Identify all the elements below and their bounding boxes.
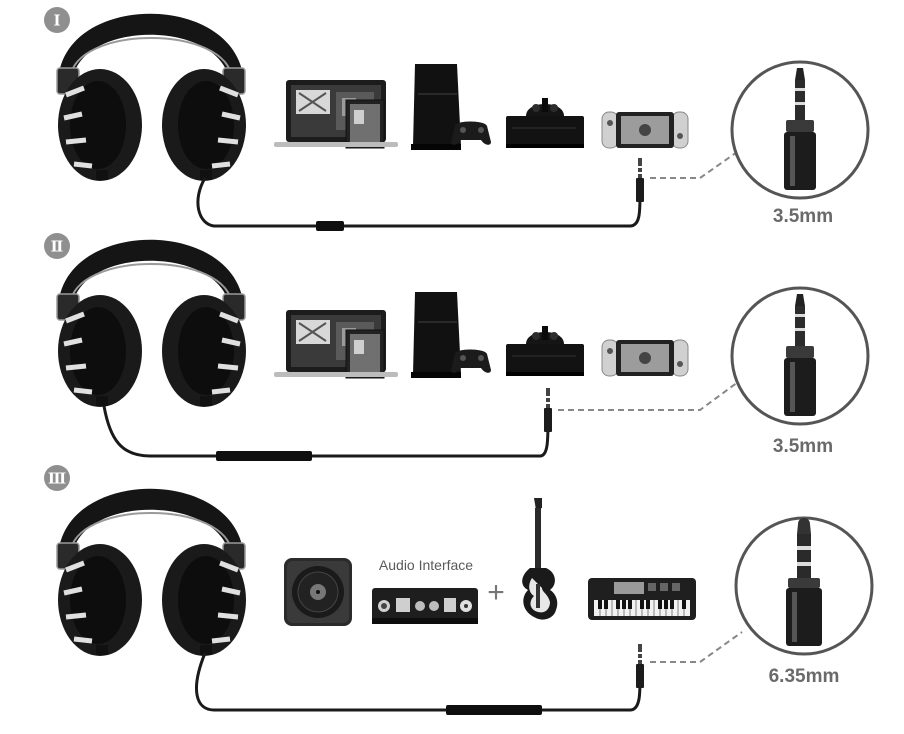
playstation-icon bbox=[410, 63, 492, 151]
callout-line bbox=[558, 381, 739, 411]
laptop-icon bbox=[273, 79, 399, 149]
nintendo-switch-icon bbox=[601, 339, 689, 377]
plug-3-5mm-icon bbox=[544, 388, 552, 432]
inline-remote bbox=[446, 705, 542, 715]
jack-closeup-3-5mm bbox=[730, 60, 870, 200]
roman-badge-3: Ⅲ bbox=[44, 465, 70, 491]
panel-3: Ⅲ Audio Interface + 6.35mm bbox=[44, 465, 874, 715]
xbox-icon bbox=[505, 325, 585, 377]
headphone-cable bbox=[102, 405, 550, 458]
jack-closeup-3-5mm bbox=[730, 286, 870, 426]
headphone-icon bbox=[57, 489, 246, 656]
electric-guitar-icon bbox=[522, 498, 558, 620]
jack-closeup-6-35mm bbox=[734, 516, 874, 656]
inline-remote bbox=[216, 451, 312, 461]
panel-2: Ⅱ 3.5mm bbox=[44, 233, 870, 461]
panel-1: Ⅰ 3.5mm bbox=[44, 7, 870, 231]
jack-size-label: 3.5mm bbox=[773, 436, 833, 457]
headphone-icon bbox=[57, 14, 246, 181]
inline-remote bbox=[316, 221, 344, 231]
jack-size-label: 6.35mm bbox=[769, 666, 840, 687]
callout-line bbox=[650, 149, 741, 179]
callout-line bbox=[650, 631, 743, 663]
nintendo-switch-icon bbox=[601, 111, 689, 149]
headphone-icon bbox=[57, 240, 246, 407]
audio-interface-label: Audio Interface bbox=[379, 557, 473, 573]
headphone-cable bbox=[196, 177, 642, 228]
turntable-icon bbox=[283, 557, 353, 627]
roman-badge-2: Ⅱ bbox=[44, 233, 70, 259]
svg-text:Ⅲ: Ⅲ bbox=[48, 470, 66, 488]
headphone-cable bbox=[195, 652, 642, 712]
playstation-icon bbox=[410, 291, 492, 379]
laptop-icon bbox=[273, 309, 399, 379]
plus-sign: + bbox=[487, 576, 505, 609]
audio-interface-icon bbox=[372, 588, 478, 624]
xbox-icon bbox=[505, 97, 585, 149]
plug-3-5mm-icon bbox=[636, 644, 644, 688]
svg-text:Ⅰ: Ⅰ bbox=[53, 12, 60, 30]
roman-badge-1: Ⅰ bbox=[44, 7, 70, 33]
svg-text:Ⅱ: Ⅱ bbox=[51, 238, 64, 256]
keyboard-synth-icon bbox=[587, 577, 697, 621]
plug-3-5mm-icon bbox=[636, 158, 644, 202]
jack-size-label: 3.5mm bbox=[773, 206, 833, 227]
